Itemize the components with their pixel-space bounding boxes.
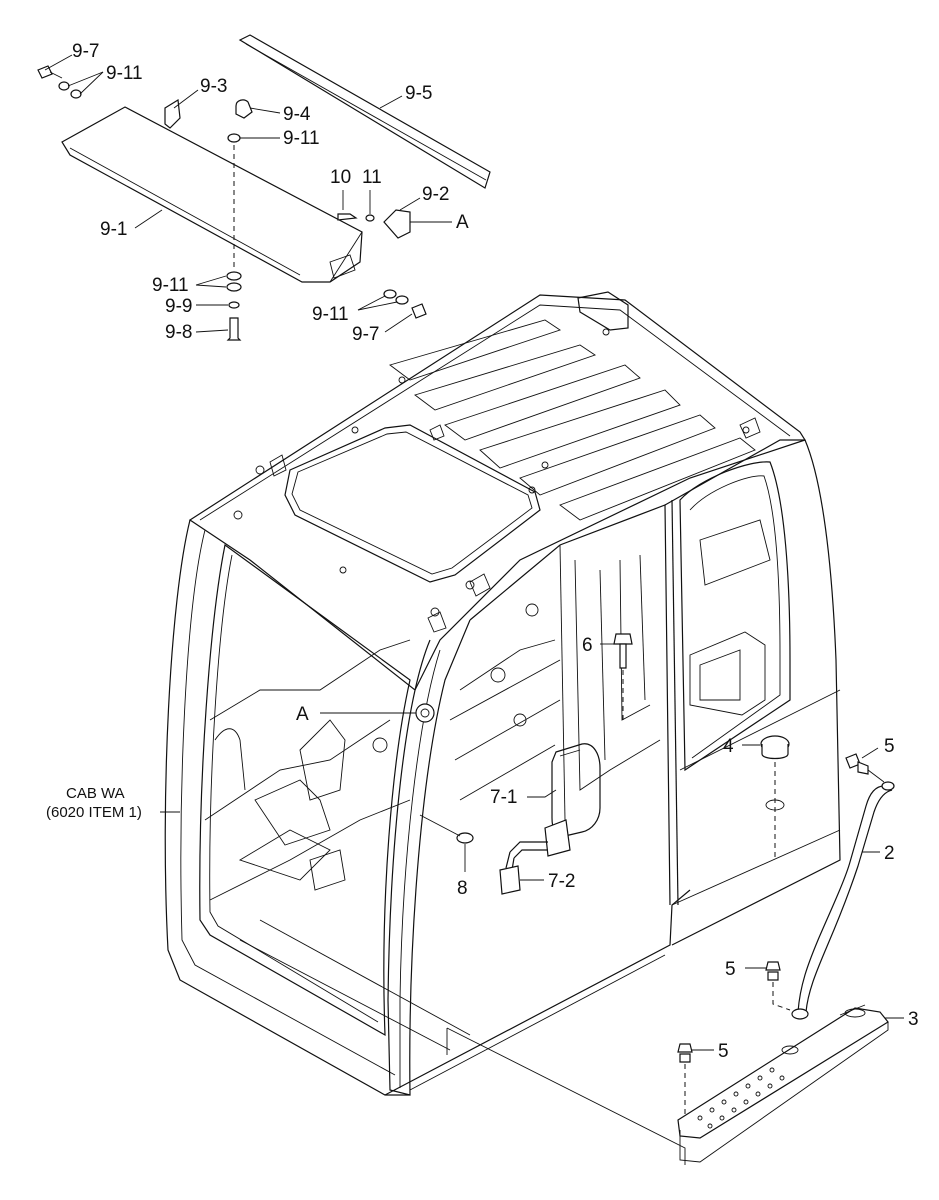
label-A-left: A (296, 704, 309, 725)
label-9-7-right: 9-7 (352, 324, 379, 345)
label-2: 2 (884, 843, 895, 864)
label-9-4: 9-4 (283, 104, 311, 125)
label-9-11-low: 9-11 (152, 275, 189, 296)
label-11: 11 (362, 167, 382, 188)
label-A-top: A (456, 212, 469, 233)
label-9-11-mid: 9-11 (283, 128, 320, 149)
label-9-2: 9-2 (422, 184, 449, 205)
label-9-9: 9-9 (165, 296, 192, 317)
cab-frame (164, 291, 841, 1096)
label-10: 10 (330, 167, 351, 188)
label-5-low: 5 (718, 1041, 729, 1062)
label-7-1: 7-1 (490, 787, 517, 808)
label-9-11-top: 9-11 (106, 63, 143, 84)
label-cab-line1: CAB WA (66, 785, 125, 802)
bolt-6 (613, 633, 633, 722)
label-9-3: 9-3 (200, 76, 227, 97)
label-9-5: 9-5 (405, 83, 432, 104)
label-7-2: 7-2 (548, 871, 575, 892)
label-5-mid: 5 (725, 959, 736, 980)
label-8: 8 (457, 878, 468, 899)
label-9-8: 9-8 (165, 322, 192, 343)
label-9-1: 9-1 (100, 219, 127, 240)
label-cab-line2: (6020 ITEM 1) (46, 804, 142, 821)
label-9-7-top: 9-7 (72, 41, 99, 62)
label-6: 6 (582, 635, 593, 656)
label-5-top: 5 (884, 736, 895, 757)
leader-lines (44, 54, 904, 1165)
handrail-step (677, 753, 895, 1163)
label-9-11-right: 9-11 (312, 304, 349, 325)
mirror-assembly (419, 743, 601, 895)
plug-4 (760, 735, 790, 860)
part-labels: 9-7 9-11 9-3 9-4 9-11 9-5 10 11 9-2 A 9-… (46, 41, 919, 1062)
label-3: 3 (908, 1009, 919, 1030)
label-4: 4 (723, 736, 734, 757)
